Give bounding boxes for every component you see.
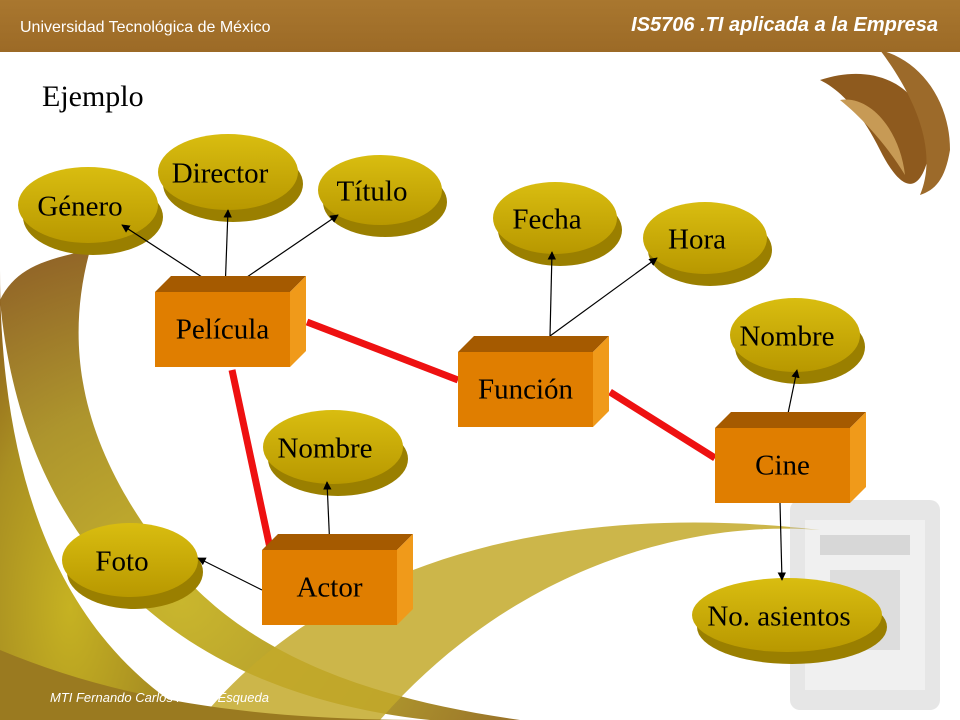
header-bar — [0, 0, 960, 52]
university-name: Universidad Tecnológica de México — [20, 19, 271, 36]
attribute-label-titulo: Título — [336, 175, 408, 208]
entity-label-pelicula: Película — [175, 313, 270, 345]
attribute-arrow-foto — [197, 557, 263, 591]
swoosh-background — [0, 270, 200, 720]
attribute-label-director: Director — [171, 157, 269, 190]
course-title: IS5706 .TI aplicada a la Empresa — [631, 14, 938, 36]
logo-swirl-icon — [820, 50, 950, 195]
attribute-arrow-hora — [549, 257, 658, 337]
attribute-label-nombre-cine: Nombre — [739, 320, 835, 353]
swoosh-curve — [200, 522, 820, 720]
attribute-label-nombre-actor: Nombre — [277, 432, 373, 465]
attribute-label-genero: Género — [37, 190, 123, 223]
attribute-arrow-fecha — [547, 251, 557, 337]
attribute-foto — [62, 523, 203, 609]
relation-line-pelicula-funcion — [305, 318, 460, 384]
attribute-nombre-cine — [730, 298, 865, 384]
attribute-no-asientos — [692, 578, 887, 664]
attribute-label-hora: Hora — [668, 223, 726, 256]
attribute-genero — [18, 167, 163, 255]
attribute-nombre-actor — [263, 410, 408, 496]
entity-label-cine: Cine — [755, 449, 810, 481]
attribute-director — [158, 134, 303, 222]
entity-label-funcion: Función — [477, 373, 574, 405]
attribute-hora — [643, 202, 772, 286]
attribute-label-fecha: Fecha — [512, 203, 582, 236]
attribute-titulo — [318, 155, 447, 237]
relation-line-funcion-cine — [608, 389, 717, 461]
relation-line-pelicula-actor — [228, 369, 274, 549]
attribute-fecha — [493, 182, 622, 266]
entity-cine — [715, 412, 866, 503]
entity-funcion — [458, 336, 609, 427]
slide-title: Ejemplo — [42, 80, 144, 113]
entity-label-actor: Actor — [296, 571, 363, 603]
footer-author: MTI Fernando Carlos Rivero Esqueda — [50, 690, 269, 705]
entity-actor — [262, 534, 413, 625]
attribute-label-no-asientos: No. asientos — [707, 600, 851, 633]
attribute-label-foto: Foto — [95, 545, 149, 578]
swoosh-band — [0, 250, 520, 720]
entity-pelicula — [155, 276, 306, 367]
attribute-arrow-no-asientos — [777, 502, 787, 581]
